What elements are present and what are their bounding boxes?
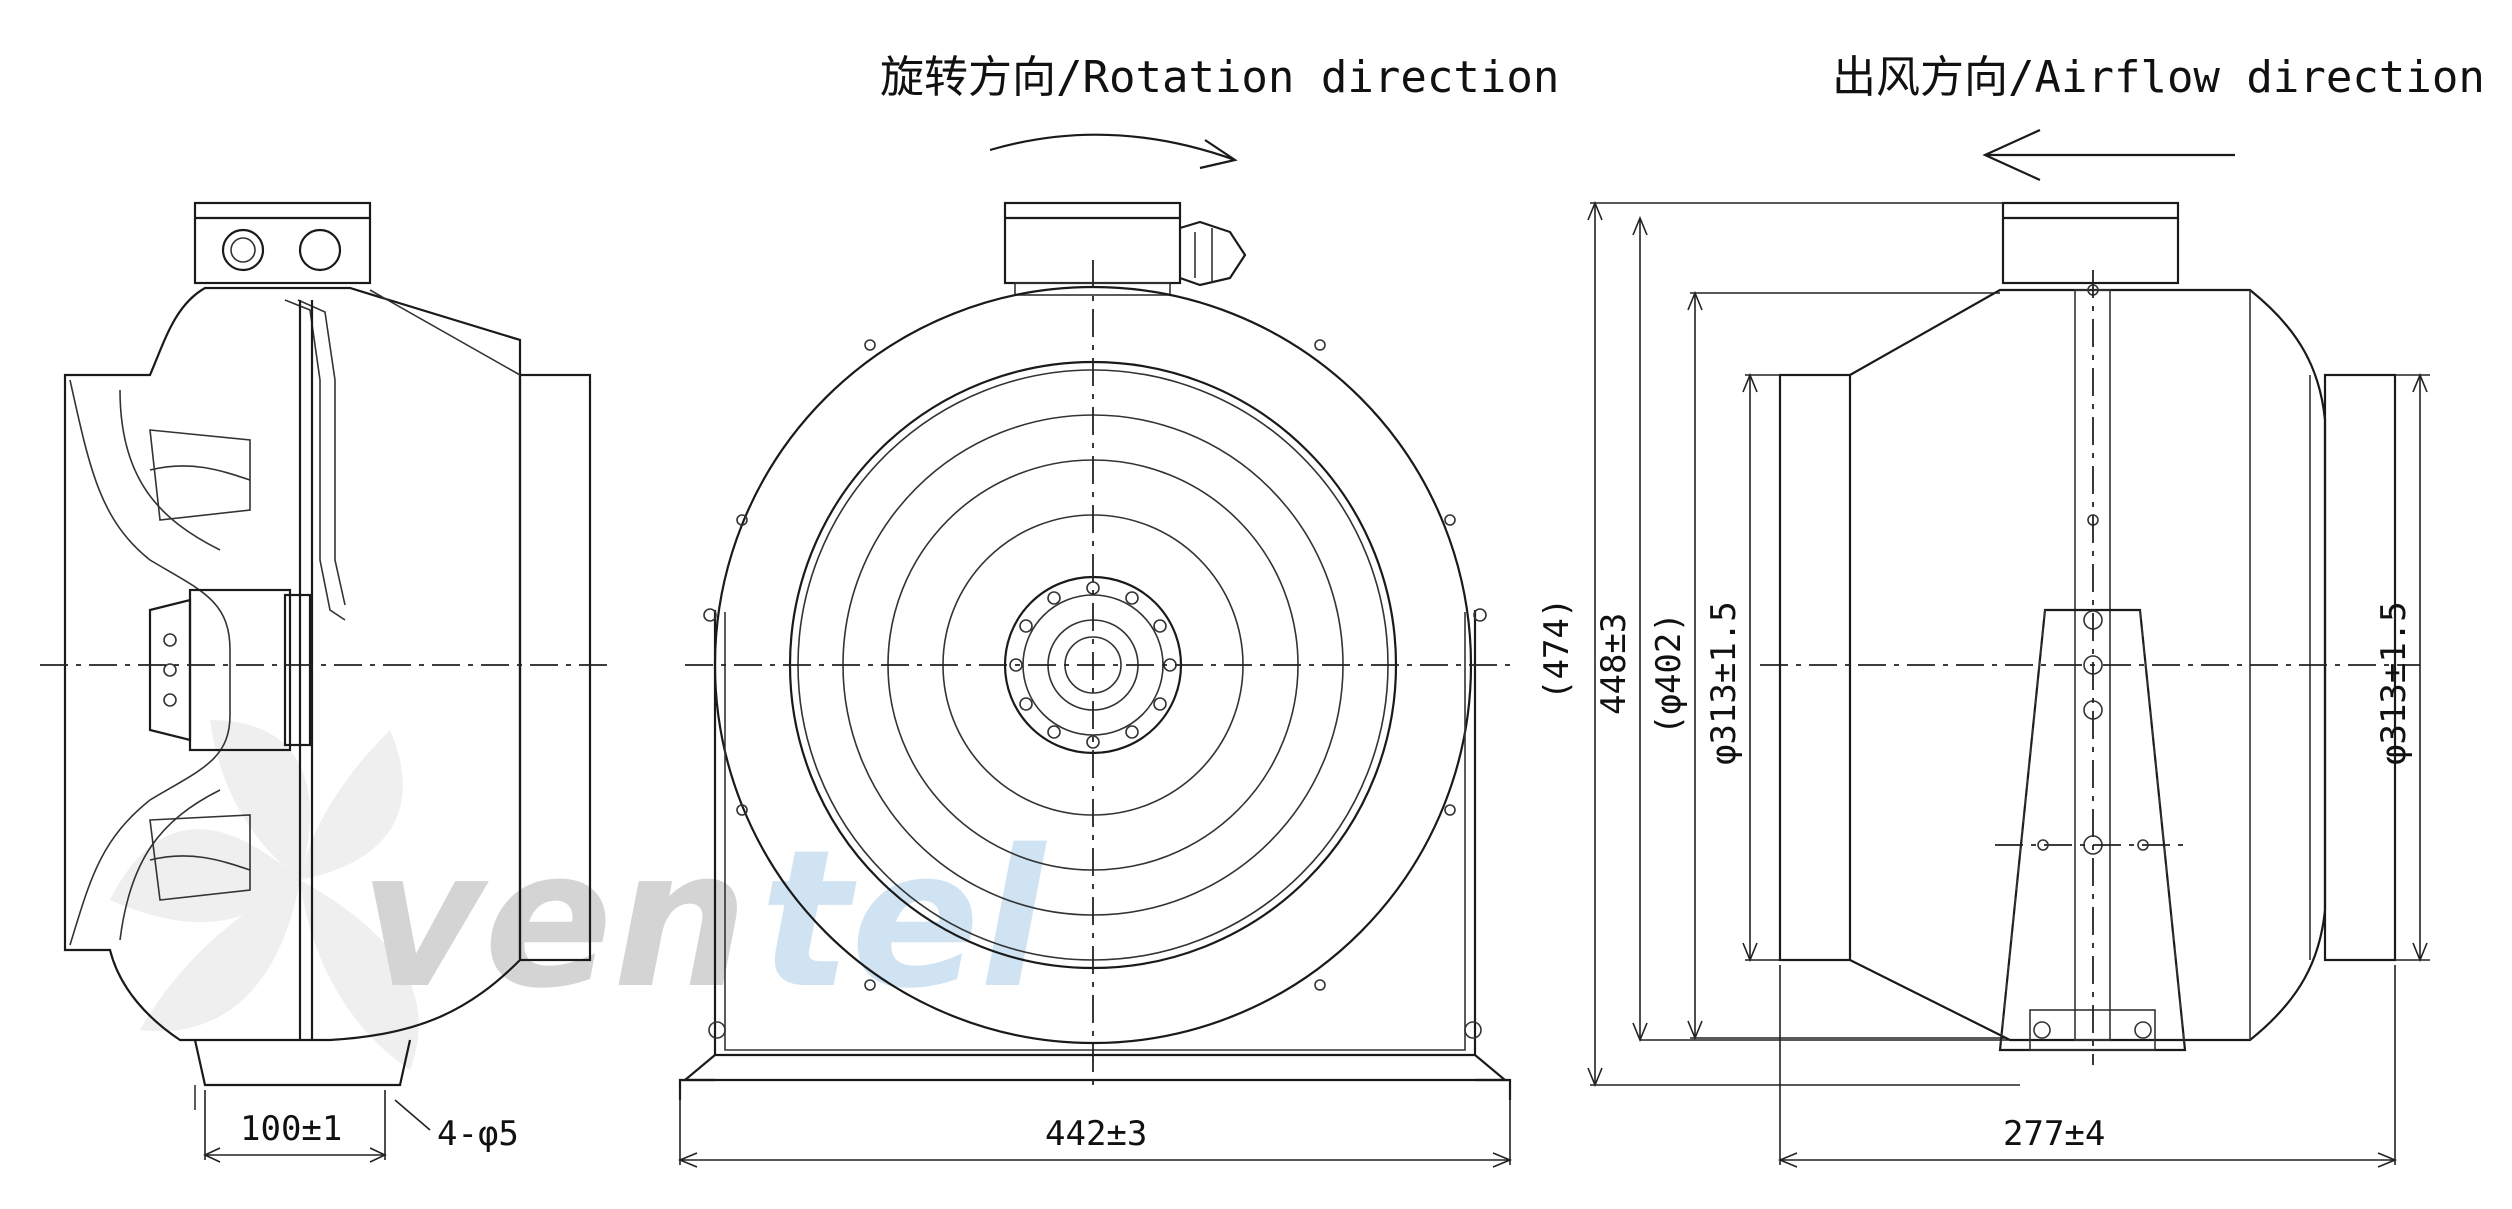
front-view	[677, 201, 1513, 1168]
fan-blade-logo-icon	[110, 720, 419, 1070]
dim-overall-height: (474)	[1537, 598, 1577, 700]
dim-housing-height: 448±3	[1594, 613, 1634, 715]
rotation-arrow-icon	[989, 133, 1238, 170]
watermark-text-ven: ven	[360, 809, 748, 1030]
side-view	[40, 201, 610, 1163]
dim-inlet-diameter: φ313±1.5	[1704, 601, 1744, 765]
rotation-direction-caption: 旋转方向/Rotation direction	[880, 52, 1559, 103]
dim-rear-length: 277±4	[2003, 1114, 2105, 1154]
airflow-arrow-icon	[1982, 128, 2235, 182]
dim-mount-holes: 4-φ5	[437, 1114, 519, 1154]
dim-side-base-width: 100±1	[240, 1109, 342, 1149]
watermark-text-tel: tel	[760, 809, 1048, 1030]
dim-front-width: 442±3	[1045, 1114, 1147, 1154]
airflow-direction-caption: 出风方向/Airflow direction	[1832, 52, 2485, 103]
dim-outlet-diameter: φ313±1.5	[2374, 601, 2414, 765]
rear-view	[1587, 200, 2430, 1168]
dim-body-diameter: (φ402)	[1649, 612, 1689, 735]
